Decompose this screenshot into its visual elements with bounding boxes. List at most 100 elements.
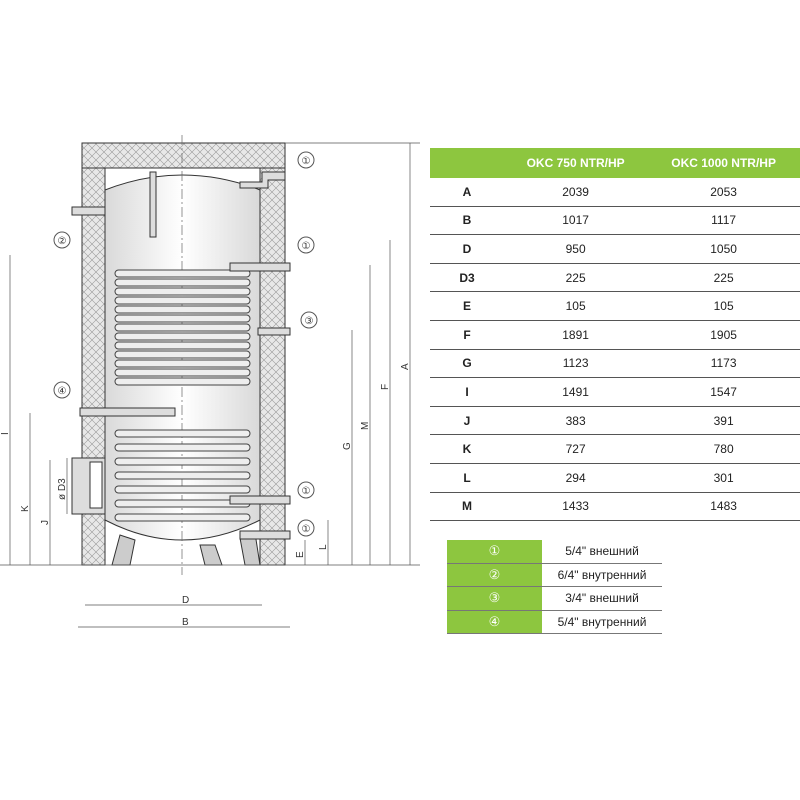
header-okc750: OKC 750 NTR/HP (504, 148, 648, 178)
cell-value: 950 (504, 234, 648, 264)
coil-turn (114, 368, 251, 377)
legend-description: 3/4" внешний (542, 586, 662, 611)
heat-exchanger-coil (114, 269, 251, 522)
header-blank (430, 148, 504, 178)
legend-description: 5/4" внутренний (542, 610, 662, 634)
coil-turn (114, 305, 251, 314)
svg-text:M: M (360, 422, 371, 430)
coil-turn (114, 332, 251, 341)
coil-turn (114, 359, 251, 368)
row-label: M (430, 492, 504, 522)
coil-turn (114, 443, 251, 452)
cell-value: 383 (504, 406, 648, 436)
svg-text:J: J (40, 520, 51, 525)
coil-turn (114, 471, 251, 480)
cell-value: 727 (504, 434, 648, 464)
coil-turn (114, 314, 251, 323)
svg-text:①: ① (302, 241, 311, 252)
legend-description: 5/4" внешний (542, 540, 662, 564)
row-label: F (430, 320, 504, 350)
cell-value: 1891 (504, 320, 648, 350)
row-label: I (430, 377, 504, 407)
cell-value: 2053 (647, 178, 800, 207)
svg-text:F: F (380, 384, 391, 390)
cell-value: 105 (647, 291, 800, 321)
legend-number: ④ (447, 610, 542, 634)
row-label: K (430, 434, 504, 464)
cell-value: 1050 (647, 234, 800, 264)
cell-value: 301 (647, 463, 800, 493)
connections (71, 171, 291, 540)
cell-value: 105 (504, 291, 648, 321)
svg-text:G: G (342, 442, 353, 450)
svg-text:E: E (295, 551, 306, 558)
coil-turn (114, 296, 251, 305)
coil-turn (114, 278, 251, 287)
svg-text:L: L (318, 544, 329, 550)
svg-text:①: ① (302, 486, 311, 497)
table-header: OKC 750 NTR/HP OKC 1000 NTR/HP (430, 148, 800, 178)
row-label: L (430, 463, 504, 493)
cell-value: 294 (504, 463, 648, 493)
row-label: J (430, 406, 504, 436)
legend-number: ② (447, 563, 542, 587)
svg-text:①: ① (302, 524, 311, 535)
cell-value: 780 (647, 434, 800, 464)
header-okc1000: OKC 1000 NTR/HP (647, 148, 800, 178)
row-label: D3 (430, 263, 504, 293)
svg-text:D: D (182, 595, 189, 606)
cell-value: 1905 (647, 320, 800, 350)
legend-description: 6/4" внутренний (542, 563, 662, 587)
coil-turn (114, 341, 251, 350)
cell-value: 1491 (504, 377, 648, 407)
svg-text:④: ④ (58, 386, 67, 397)
row-label: G (430, 349, 504, 379)
cell-value: 225 (504, 263, 648, 293)
cell-value: 391 (647, 406, 800, 436)
row-label: E (430, 291, 504, 321)
row-label: A (430, 178, 504, 207)
callouts: ① ① ③ ① ① ② ④ (53, 151, 318, 537)
coil-turn (114, 513, 251, 522)
svg-text:③: ③ (305, 316, 314, 327)
legend-number: ③ (447, 586, 542, 611)
svg-text:①: ① (302, 156, 311, 167)
cell-value: 1483 (647, 492, 800, 522)
coil-turn (114, 287, 251, 296)
svg-text:K: K (20, 505, 31, 512)
coil-turn (114, 485, 251, 494)
dimension-labels: D B A F M G L E I K J ø D3 (0, 363, 411, 628)
legend-number: ① (447, 540, 542, 564)
coil-turn (114, 269, 251, 278)
cell-value: 225 (647, 263, 800, 293)
svg-text:B: B (182, 617, 189, 628)
cell-value: 1433 (504, 492, 648, 522)
cell-value: 1547 (647, 377, 800, 407)
svg-text:ø D3: ø D3 (57, 478, 68, 500)
tank-diagram: ① ① ③ ① ① ② ④ D B A F M G L E I K J ø D3 (0, 135, 420, 628)
cell-value: 1123 (504, 349, 648, 379)
row-label: D (430, 234, 504, 264)
svg-text:A: A (400, 363, 411, 370)
coil-turn (114, 457, 251, 466)
cell-value: 1017 (504, 206, 648, 236)
cell-value: 2039 (504, 178, 648, 207)
coil-turn (114, 377, 251, 386)
